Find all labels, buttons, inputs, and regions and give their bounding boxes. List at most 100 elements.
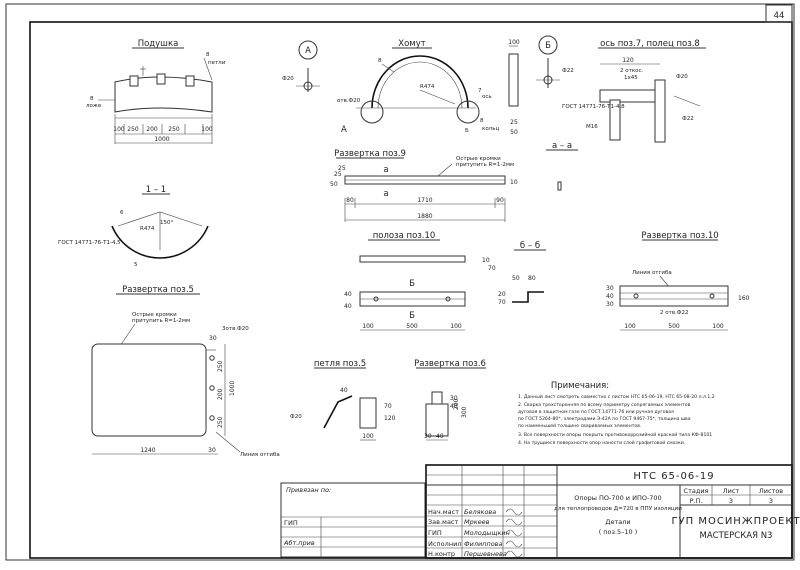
svg-text:120: 120 (622, 57, 634, 64)
signature (505, 550, 523, 558)
svg-text:б – б: б – б (520, 241, 540, 251)
svg-text:5: 5 (134, 262, 138, 268)
svg-text:100: 100 (362, 433, 374, 440)
view-aa: а – а (546, 141, 578, 191)
svg-text:притупить R=1-2мм: притупить R=1-2мм (456, 162, 514, 168)
view-razv10: Развертка поз.10 Линия отгиба 2 отв.Ф22 … (606, 231, 750, 331)
svg-text:1000: 1000 (154, 136, 169, 143)
stamp-name: Першевнева (464, 550, 507, 558)
svg-text:30: 30 (424, 433, 432, 440)
svg-text:70: 70 (384, 403, 392, 410)
view-khomut: А Ф20 Хомут отв.Ф20 R474 8 7 ось 8 кольц… (282, 39, 499, 135)
svg-text:25: 25 (338, 165, 346, 172)
signature (505, 508, 523, 516)
svg-text:Привязан по:: Привязан по: (286, 486, 331, 494)
svg-text:Ф20: Ф20 (676, 74, 688, 80)
svg-text:40: 40 (606, 293, 614, 300)
svg-text:Развертка поз.9: Развертка поз.9 (334, 149, 406, 159)
svg-text:Хомут: Хомут (398, 39, 425, 49)
svg-text:30: 30 (209, 335, 217, 342)
inner-frame (29, 21, 793, 559)
svg-text:200: 200 (146, 126, 158, 133)
stamp-name: Филиппова (464, 540, 503, 548)
svg-text:40: 40 (436, 433, 444, 440)
svg-text:Листов: Листов (759, 487, 783, 495)
svg-text:Ф20: Ф20 (290, 414, 302, 420)
svg-text:Линия отгиба: Линия отгиба (632, 270, 672, 276)
signature (505, 518, 523, 526)
svg-text:100: 100 (508, 39, 520, 46)
stamp-name: Молодыщкин (464, 529, 510, 537)
svg-text:80: 80 (528, 275, 536, 282)
svg-text:50: 50 (510, 129, 518, 136)
svg-text:30: 30 (606, 285, 614, 292)
view-polosa10: полоза поз.10 10 70 Б Б 40 40 100 500 10… (344, 231, 496, 331)
svg-text:Острые кромки: Острые кромки (456, 156, 501, 162)
signature (505, 540, 523, 548)
view-section-1-1: 1 – 1 6 R474 150° ГОСТ 14771-76-Т1-4,5 5 (58, 185, 209, 268)
svg-text:Ф20: Ф20 (282, 76, 294, 82)
svg-text:70: 70 (498, 299, 506, 306)
svg-text:8: 8 (378, 58, 382, 64)
svg-text:ГОСТ 14771-76-Т1-4,8: ГОСТ 14771-76-Т1-4,8 (562, 104, 625, 110)
svg-text:80: 80 (346, 197, 354, 204)
svg-text:30: 30 (208, 447, 216, 454)
stamp-role: Зав.маст (428, 518, 459, 526)
note-line: дуговая в защитном газе по ГОСТ 14771-76… (518, 409, 674, 415)
svg-text:Ф22: Ф22 (682, 116, 694, 122)
svg-text:25: 25 (510, 119, 518, 126)
svg-text:притупить R=1-2мм: притупить R=1-2мм (132, 318, 190, 324)
svg-text:40: 40 (344, 291, 352, 298)
svg-text:3отв.Ф20: 3отв.Ф20 (222, 326, 249, 332)
svg-text:100: 100 (201, 126, 213, 133)
svg-text:Линия отгиба: Линия отгиба (240, 452, 280, 458)
signature (505, 529, 523, 537)
svg-text:А: А (305, 46, 311, 56)
svg-text:Р.П.: Р.П. (690, 497, 703, 505)
svg-text:250: 250 (168, 126, 180, 133)
stamp-role: Исполнил (428, 540, 461, 548)
svg-text:200: 200 (453, 398, 460, 410)
note-line: 4. На трущиеся поверхности опор нанести … (518, 439, 685, 446)
svg-text:40: 40 (344, 303, 352, 310)
svg-text:7: 7 (478, 88, 482, 94)
note-line: 3. Все поверхности опоры покрыть противо… (518, 431, 712, 438)
title-block: НТС 65-06-19 Нач.маст Зав.маст ГИП Испол… (425, 464, 800, 559)
note-line: по ГОСТ 5264-80*, электродами Э-42А по Г… (518, 416, 691, 422)
svg-text:1x45: 1x45 (624, 75, 638, 81)
note-line: по наименьшей толщине свариваемых элемен… (518, 422, 641, 429)
svg-text:8: 8 (206, 52, 210, 58)
svg-text:отв.Ф20: отв.Ф20 (337, 98, 361, 104)
svg-text:10: 10 (510, 179, 518, 186)
svg-text:2 отв.Ф22: 2 отв.Ф22 (660, 310, 689, 316)
svg-text:Б: Б (465, 128, 469, 134)
view-os-polets: ось поз.7, полец поз.8 120 2 откос. 1x45… (562, 39, 706, 143)
svg-text:Б: Б (409, 279, 415, 289)
svg-text:100: 100 (113, 126, 125, 133)
svg-text:Развертка поз.6: Развертка поз.6 (414, 359, 486, 369)
svg-text:3: 3 (769, 497, 773, 505)
svg-text:160: 160 (738, 295, 750, 302)
stamp-role: Н.контр (428, 550, 455, 558)
svg-text:40: 40 (450, 403, 458, 410)
svg-text:40: 40 (340, 387, 348, 394)
podushka-title: Подушка (138, 39, 179, 49)
sheet-number-box (765, 4, 793, 23)
svg-text:петли: петли (208, 60, 226, 66)
svg-text:3: 3 (729, 497, 733, 505)
stamp-name: Мркеев (464, 518, 490, 526)
department: МАСТЕРСКАЯ N3 (700, 531, 773, 541)
svg-text:30: 30 (450, 395, 458, 402)
svg-text:50: 50 (330, 181, 338, 188)
svg-text:8: 8 (480, 118, 484, 124)
stamp-desc: Опоры ПО-700 и ИПО-700 (574, 494, 661, 502)
svg-text:120: 120 (384, 415, 396, 422)
svg-text:2 откос.: 2 откос. (620, 68, 644, 74)
svg-text:Б: Б (545, 41, 551, 51)
stamp-desc: ( поз.5–10 ) (599, 528, 638, 536)
svg-text:Развертка поз.10: Развертка поз.10 (641, 231, 718, 241)
svg-text:Острые кромки: Острые кромки (132, 312, 177, 318)
view-circle-b: Б Ф22 (536, 35, 574, 88)
stamp-role: ГИП (428, 529, 442, 537)
